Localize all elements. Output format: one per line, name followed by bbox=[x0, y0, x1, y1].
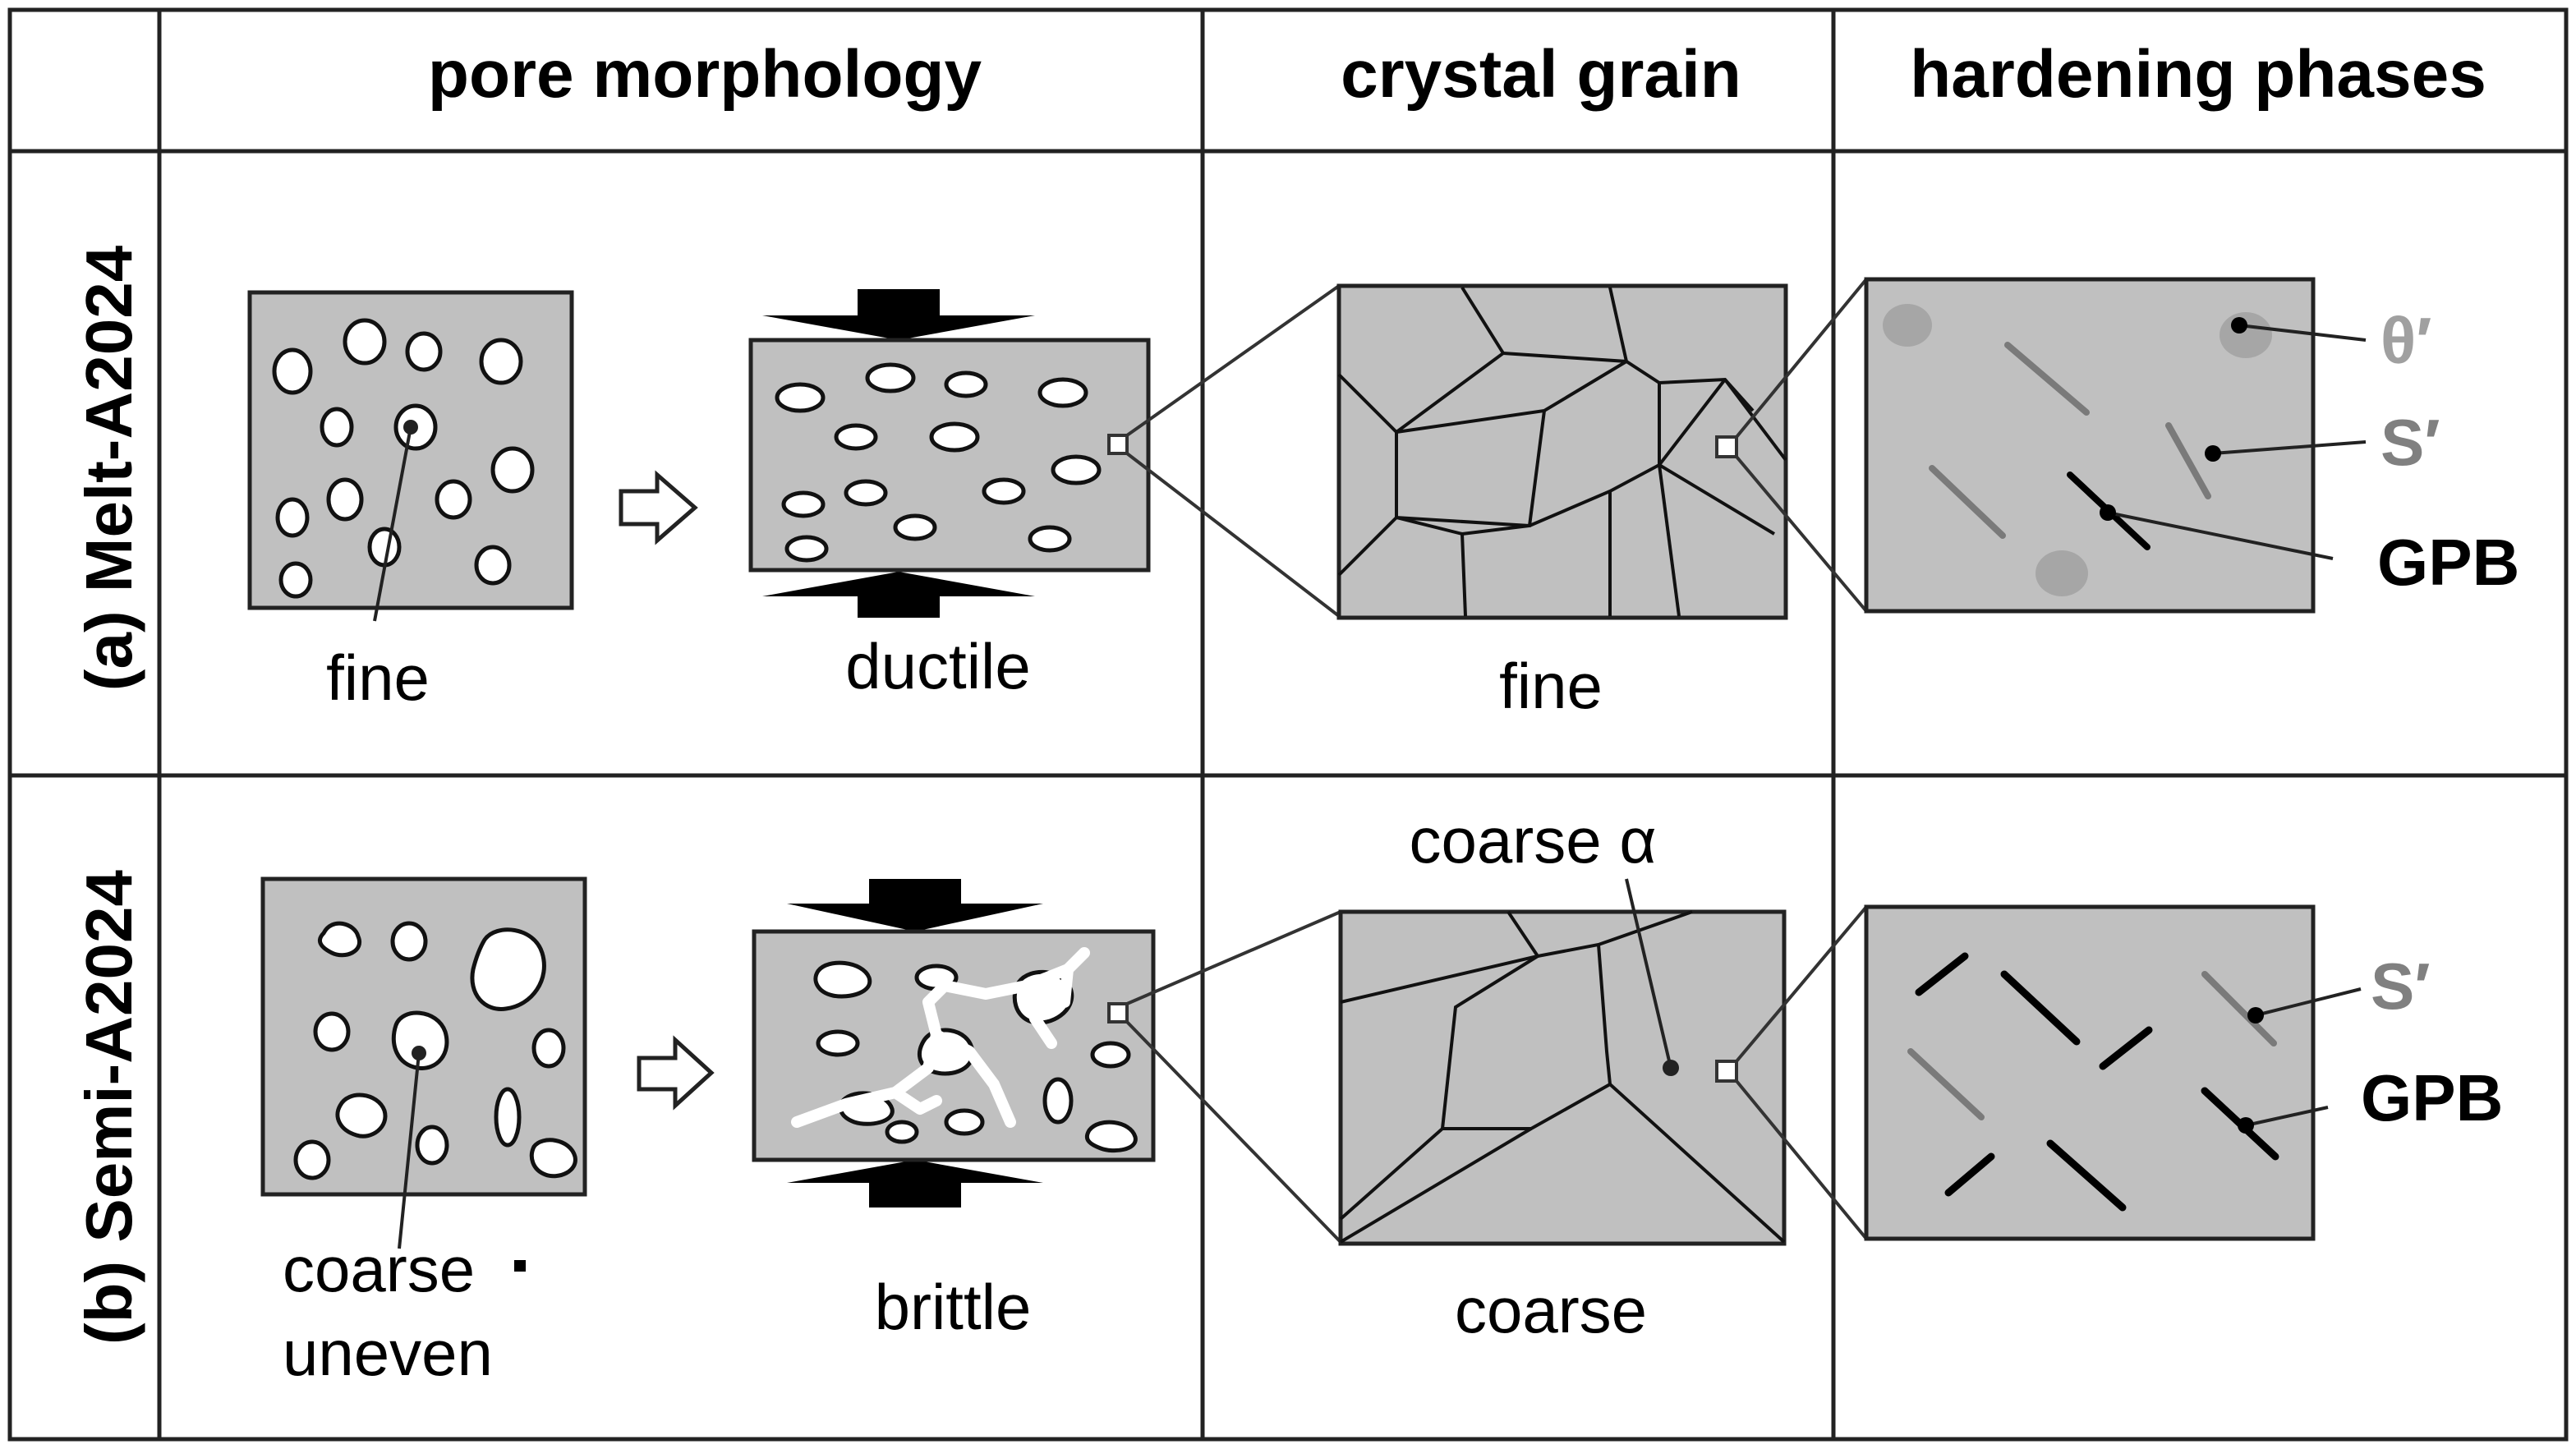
hollow-right-arrow-icon bbox=[619, 470, 698, 545]
melt-grain-box bbox=[1336, 283, 1788, 620]
table-grid bbox=[7, 7, 2569, 1442]
hollow-right-arrow-icon bbox=[637, 1035, 715, 1111]
gpb-phase-label-semi: GPB bbox=[2361, 1061, 2503, 1134]
row-label-semi: (b) Semi-A2024 bbox=[72, 870, 145, 1345]
semi-pore-caption-line1: coarse bbox=[283, 1233, 475, 1305]
melt-grain-caption: fine bbox=[1499, 650, 1603, 722]
melt-zoom-lines bbox=[1125, 284, 1341, 618]
gpb-phase-label-melt: GPB bbox=[2377, 526, 2519, 599]
melt-pore-box bbox=[247, 290, 574, 622]
s-phase-label-melt: S′ bbox=[2380, 406, 2440, 479]
semi-grain-box bbox=[1338, 878, 1787, 1246]
melt-pore-caption: fine bbox=[326, 642, 430, 714]
header-crystal-grain: crystal grain bbox=[1341, 37, 1741, 112]
crack-network bbox=[791, 947, 1090, 1128]
theta-phase-label: θ′ bbox=[2380, 304, 2431, 377]
s-phase-label-semi: S′ bbox=[2371, 950, 2431, 1023]
semi-phases-box bbox=[1864, 904, 2362, 1241]
caption-dot bbox=[514, 1260, 526, 1272]
semi-pore-box bbox=[260, 876, 587, 1249]
melt-phases-box bbox=[1864, 277, 2367, 614]
semi-mechanical-caption: brittle bbox=[875, 1271, 1032, 1343]
semi-phase-zoom-lines bbox=[1735, 905, 1868, 1240]
melt-phase-zoom-lines bbox=[1735, 278, 1868, 613]
semi-zoom-lines bbox=[1125, 910, 1342, 1244]
compression-arrows-icon bbox=[787, 879, 1043, 1208]
row-label-melt: (a) Melt-A2024 bbox=[72, 245, 145, 691]
header-pore-morphology: pore morphology bbox=[428, 37, 982, 112]
semi-grain-caption: coarse bbox=[1455, 1274, 1647, 1346]
coarse-alpha-annotation: coarse α bbox=[1410, 804, 1657, 876]
compression-arrows-icon bbox=[762, 289, 1035, 618]
header-hardening-phases: hardening phases bbox=[1910, 37, 2486, 112]
semi-pore-caption-line2: uneven bbox=[283, 1317, 493, 1389]
melt-mechanical-caption: ductile bbox=[845, 630, 1030, 702]
melt-compression-specimen bbox=[748, 289, 1151, 618]
semi-compression-specimen bbox=[752, 879, 1156, 1208]
